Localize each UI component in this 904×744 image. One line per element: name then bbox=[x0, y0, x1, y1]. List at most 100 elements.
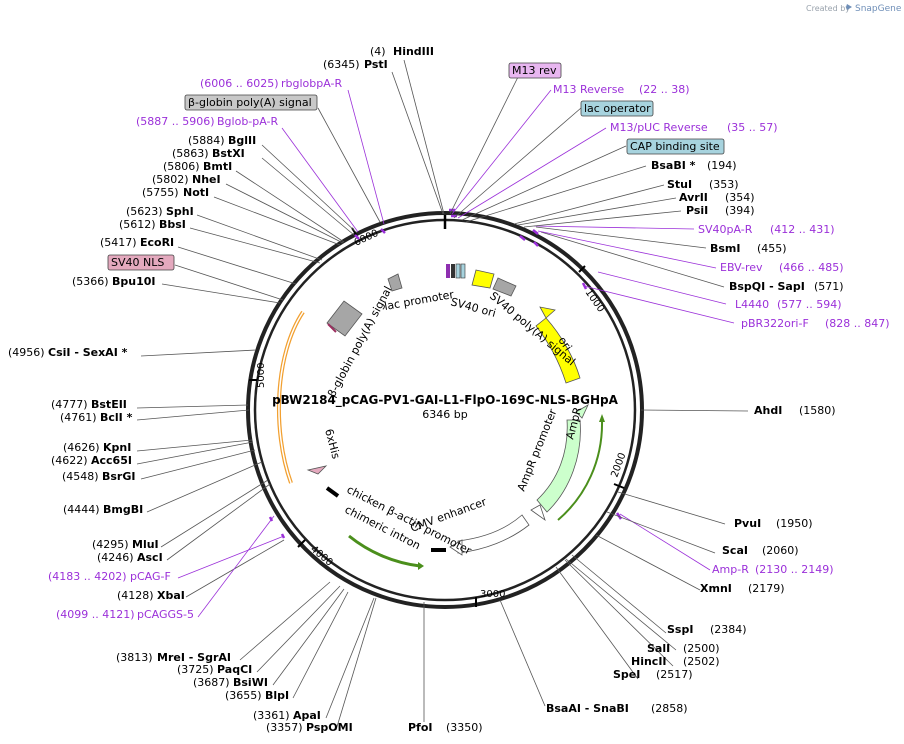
leader-lines bbox=[136, 59, 749, 731]
site-bcli-pos: (4761) bbox=[60, 411, 97, 424]
site-bbsi-pos: (5612) bbox=[119, 218, 156, 231]
site-ecori: EcoRI bbox=[140, 236, 174, 249]
primer-sv40pa-r-range: (412 .. 431) bbox=[770, 223, 835, 236]
site-mlui-pos: (4295) bbox=[92, 538, 129, 551]
site-bpu10i: Bpu10I bbox=[112, 275, 156, 288]
site-pspomi: PspOMI bbox=[306, 721, 353, 734]
site-mrei: MreI - SgrAI bbox=[157, 651, 231, 664]
site-sphi: SphI bbox=[166, 205, 194, 218]
site-bsabi: BsaBI * bbox=[651, 159, 696, 172]
cap-binding-site-box: CAP binding site bbox=[626, 138, 725, 155]
ampr-label: AmpR bbox=[563, 405, 584, 440]
primer-m13-puc-reverse: M13/pUC Reverse bbox=[610, 121, 708, 134]
primer-m13-reverse: M13 Reverse bbox=[553, 83, 624, 96]
site-hincii-pos: (2502) bbox=[683, 655, 720, 668]
site-spei-pos: (2517) bbox=[656, 668, 693, 681]
cap-binding-site-box-label: CAP binding site bbox=[630, 140, 720, 153]
site-spei: SpeI bbox=[613, 668, 640, 681]
site-blpi: BlpI bbox=[265, 689, 289, 702]
site-xmni-pos: (2179) bbox=[748, 582, 785, 595]
primer-bglob-pa-r-range: (5887 .. 5906) bbox=[136, 115, 215, 128]
site-bsmi: BsmI bbox=[710, 242, 741, 255]
lac-operator-box-label: lac operator bbox=[584, 102, 651, 115]
6xhis-label: 6xHis bbox=[322, 427, 343, 460]
site-acc65i-pos: (4622) bbox=[51, 454, 88, 467]
site-bsaai: BsaAI - SnaBI bbox=[546, 702, 629, 715]
credit-prefix: Created by bbox=[806, 4, 850, 13]
lac-operator-cap-features bbox=[446, 263, 466, 279]
site-bglii-pos: (5884) bbox=[188, 134, 225, 147]
site-pvui-pos: (1950) bbox=[776, 517, 813, 530]
plasmid-size: 6346 bp bbox=[422, 408, 467, 421]
site-scai-pos: (2060) bbox=[762, 544, 799, 557]
primer-pcag-f-range: (4183 .. 4202) bbox=[48, 570, 127, 583]
site-bmti-pos: (5806) bbox=[163, 160, 200, 173]
site-bmti: BmtI bbox=[203, 160, 232, 173]
site-asci: AscI bbox=[137, 551, 163, 564]
site-stui: StuI bbox=[667, 178, 692, 191]
site-psii-pos: (394) bbox=[725, 204, 755, 217]
credit-brand: SnapGene bbox=[855, 4, 902, 14]
sv40-nls-box: SV40 NLS bbox=[107, 254, 175, 271]
site-bbsi: BbsI bbox=[159, 218, 186, 231]
ampr-arrow: AmpR bbox=[536, 404, 605, 521]
lac-promoter-feature: lac promoter bbox=[383, 273, 455, 313]
site-bsiwi-pos: (3687) bbox=[193, 676, 230, 689]
site-kpni-pos: (4626) bbox=[63, 441, 100, 454]
site-bsaai-pos: (2858) bbox=[651, 702, 688, 715]
site-mrei-pos: (3813) bbox=[116, 651, 153, 664]
primer-pbr322ori-f: pBR322ori-F bbox=[741, 317, 809, 330]
site-xbai: XbaI bbox=[157, 589, 185, 602]
site-noti: NotI bbox=[183, 186, 209, 199]
site-xbai-pos: (4128) bbox=[117, 589, 154, 602]
primer-l4440: L4440 bbox=[735, 298, 769, 311]
primer-rbglobpa-r-range: (6006 .. 6025) bbox=[200, 77, 279, 90]
site-bpu10i-pos: (5366) bbox=[72, 275, 109, 288]
site-nhei-pos: (5802) bbox=[152, 173, 189, 186]
site-csii-pos: (4956) bbox=[8, 346, 45, 359]
site-ahdi-pos: (1580) bbox=[799, 404, 836, 417]
plasmid-name: pBW2184_pCAG-PV1-GAI-L1-FlpO-169C-NLS-BG… bbox=[272, 393, 619, 408]
site-pspomi-pos: (3357) bbox=[266, 721, 303, 734]
bglob-polya-box: β-globin poly(A) signal bbox=[184, 94, 318, 111]
site-bcli: BclI * bbox=[100, 411, 133, 424]
site-nhei: NheI bbox=[192, 173, 221, 186]
site-bsteii-pos: (4777) bbox=[51, 398, 88, 411]
primer-amp-r: Amp-R bbox=[712, 563, 749, 576]
site-bmgbi-pos: (4444) bbox=[63, 503, 100, 516]
site-sspi-pos: (2384) bbox=[710, 623, 747, 636]
primer-ticks bbox=[268, 208, 623, 539]
sv40-nls-box-label: SV40 NLS bbox=[111, 256, 164, 269]
bglob-polya-box-label: β-globin poly(A) signal bbox=[188, 96, 312, 109]
site-sali-pos: (2500) bbox=[683, 642, 720, 655]
site-pvui: PvuI bbox=[734, 517, 761, 530]
primer-l4440-range: (577 .. 594) bbox=[777, 298, 842, 311]
site-bmgbi: BmgBI bbox=[103, 503, 143, 516]
site-pfoi: PfoI bbox=[408, 721, 433, 734]
site-bsrgi-pos: (4548) bbox=[62, 470, 99, 483]
primer-m13-puc-reverse-range: (35 .. 57) bbox=[727, 121, 778, 134]
site-sali: SalI bbox=[647, 642, 670, 655]
site-bsmi-pos: (455) bbox=[757, 242, 787, 255]
site-bsabi-pos: (194) bbox=[707, 159, 737, 172]
site-bspqi-pos: (571) bbox=[814, 280, 844, 293]
site-csii: CsiI - SexAI * bbox=[48, 346, 128, 359]
ruler-label-3000: 3000 bbox=[480, 589, 505, 600]
lac-promoter-label: lac promoter bbox=[383, 288, 455, 313]
primer-amp-r-range: (2130 .. 2149) bbox=[755, 563, 834, 576]
ruler-label-5000: 5000 bbox=[256, 363, 267, 388]
primer-ebv-rev-range: (466 .. 485) bbox=[779, 261, 844, 274]
primer-pcaggs-5-range: (4099 .. 4121) bbox=[56, 608, 135, 621]
site-mlui: MluI bbox=[132, 538, 159, 551]
site-avrii-pos: (354) bbox=[725, 191, 755, 204]
site-bstxi: BstXI bbox=[212, 147, 245, 160]
m13-rev-box: M13 rev bbox=[508, 62, 562, 79]
site-paqci-pos: (3725) bbox=[177, 663, 214, 676]
site-sphi-pos: (5623) bbox=[126, 205, 163, 218]
site-bspqi: BspQI - SapI bbox=[729, 280, 805, 293]
site-bglii: BglII bbox=[228, 134, 256, 147]
site-hindiii-pos: (4) bbox=[370, 45, 386, 58]
site-bsrgi: BsrGI bbox=[102, 470, 135, 483]
primer-pbr322ori-f-range: (828 .. 847) bbox=[825, 317, 890, 330]
